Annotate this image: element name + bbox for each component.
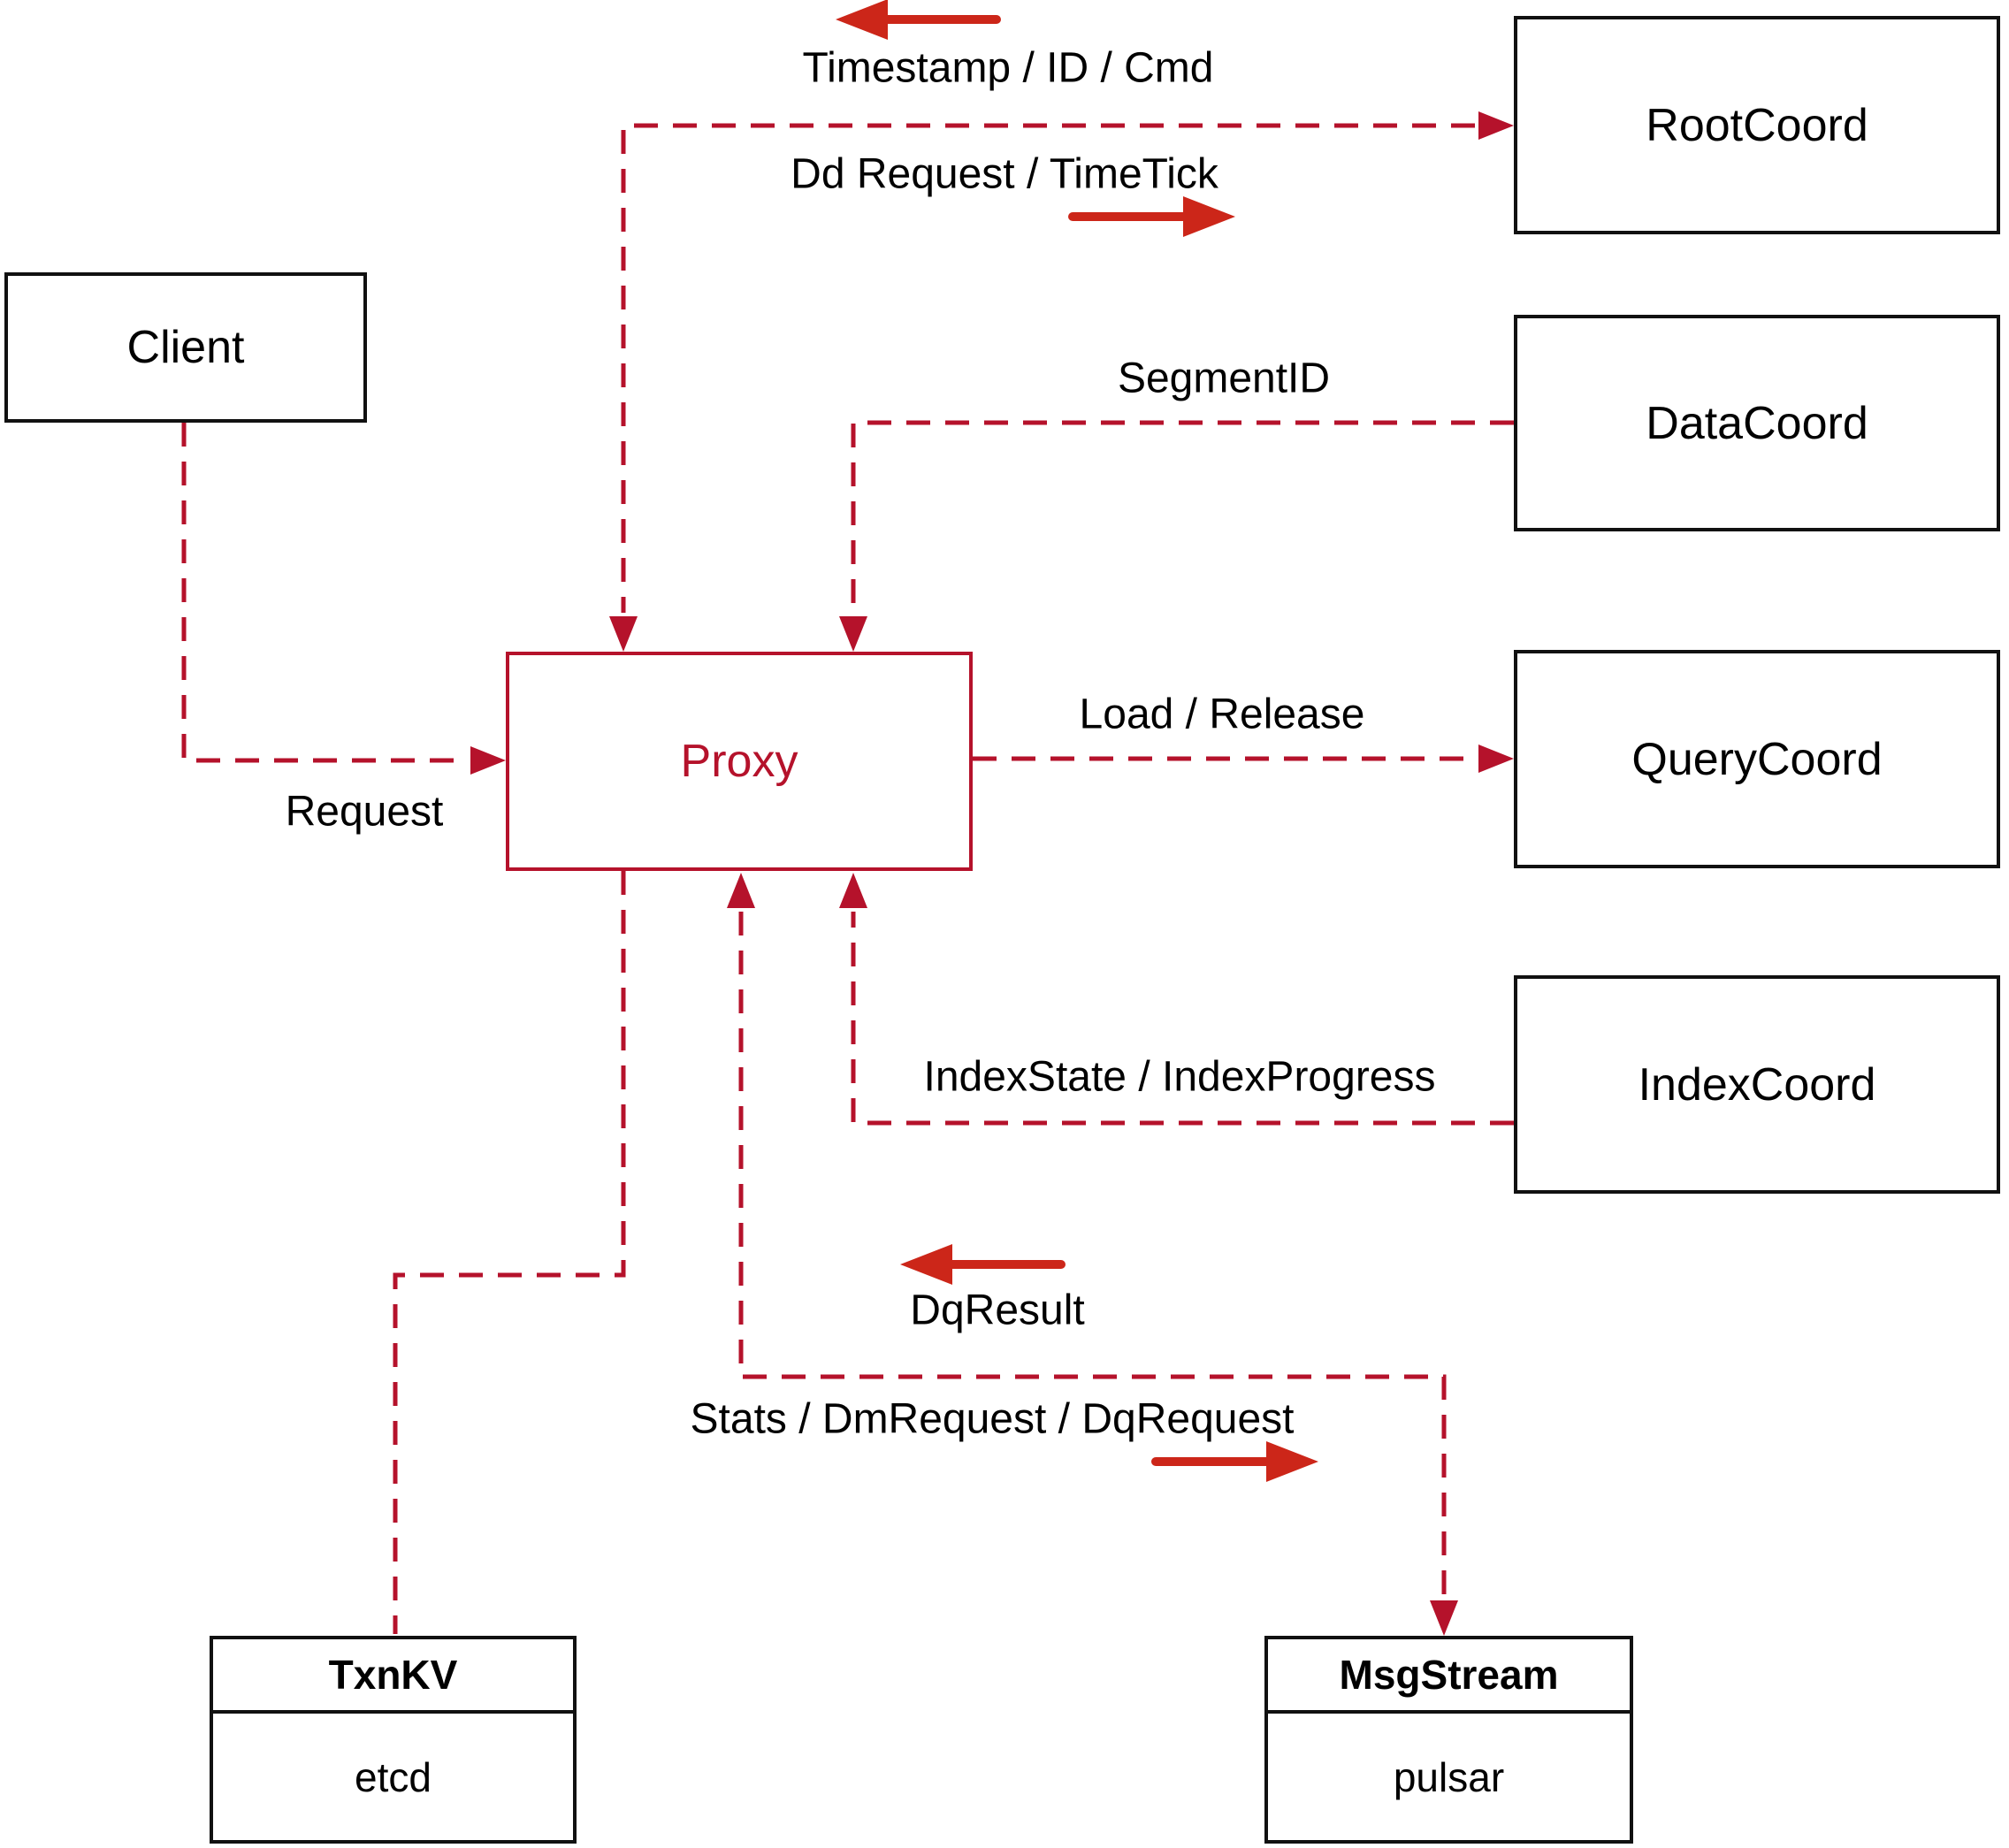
arrowhead-into-proxy-top-left [609, 616, 638, 652]
node-msgstream-subtitle: pulsar [1393, 1753, 1505, 1800]
node-txnkv-title: TxnKV [213, 1639, 573, 1714]
node-proxy-label: Proxy [680, 736, 798, 787]
right-direction-arrow-icon-top [1068, 196, 1235, 237]
node-datacoord: DataCoord [1514, 315, 2000, 531]
node-proxy: Proxy [506, 652, 973, 871]
edge-client-proxy [181, 423, 467, 763]
edge-indexcoord-proxy [851, 912, 1514, 1126]
node-rootcoord-label: RootCoord [1646, 99, 1868, 151]
edge-label-load-release: Load / Release [1079, 691, 1365, 738]
node-msgstream: MsgStream pulsar [1264, 1636, 1633, 1844]
arrowhead-into-proxy-top-right [839, 616, 867, 652]
edge-label-dd-request-timetick: Dd Request / TimeTick [791, 150, 1218, 198]
edge-proxy-txnkv [393, 871, 626, 1634]
node-datacoord-label: DataCoord [1646, 397, 1868, 449]
node-querycoord: QueryCoord [1514, 650, 2000, 868]
node-indexcoord: IndexCoord [1514, 975, 2000, 1194]
node-client-label: Client [126, 322, 245, 373]
edge-label-index-state-progress: IndexState / IndexProgress [923, 1053, 1436, 1101]
node-rootcoord: RootCoord [1514, 16, 2000, 234]
node-client: Client [4, 272, 367, 423]
right-direction-arrow-icon-bottom [1151, 1441, 1318, 1482]
arrowhead-into-proxy-bottom-left [727, 873, 755, 908]
edge-label-stats-dm-dq: Stats / DmRequest / DqRequest [690, 1395, 1295, 1443]
node-querycoord-label: QueryCoord [1631, 733, 1883, 785]
node-msgstream-title: MsgStream [1268, 1639, 1630, 1714]
edge-proxy-msgstream [738, 912, 1447, 1597]
edge-label-segment-id: SegmentID [1117, 355, 1331, 402]
arrowhead-into-proxy-bottom-right [839, 873, 867, 908]
edge-label-timestamp-id-cmd: Timestamp / ID / Cmd [802, 44, 1214, 92]
left-direction-arrow-icon-top [836, 0, 1001, 40]
node-txnkv-subtitle: etcd [355, 1753, 432, 1800]
arrowhead-into-rootcoord [1478, 111, 1514, 140]
edge-datacoord-proxy [851, 420, 1514, 613]
node-indexcoord-label: IndexCoord [1638, 1058, 1876, 1111]
arrowhead-into-proxy-left [470, 746, 506, 775]
edge-label-request: Request [285, 788, 444, 836]
left-direction-arrow-icon-bottom [900, 1244, 1066, 1285]
node-txnkv: TxnKV etcd [210, 1636, 577, 1844]
arrowhead-into-querycoord [1478, 745, 1514, 773]
edge-label-dq-result: DqResult [910, 1287, 1085, 1334]
edge-proxy-rootcoord [621, 123, 1475, 613]
arrowhead-into-msgstream [1430, 1600, 1458, 1636]
